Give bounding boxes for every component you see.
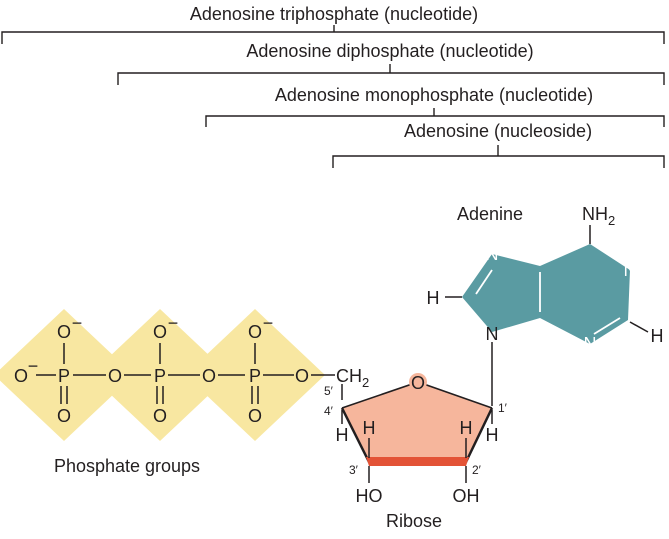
adenine-h2: H	[651, 326, 664, 346]
gamma-charge-top: −	[72, 313, 83, 333]
ring-oxygen: O	[411, 373, 425, 393]
phosphate-groups-label: Phosphate groups	[54, 456, 200, 476]
ch2-label: CH2	[336, 366, 369, 390]
adp-label: Adenosine diphosphate (nucleotide)	[246, 41, 533, 61]
ribose-h-c1: H	[486, 425, 499, 445]
atp-bracket: Adenosine triphosphate (nucleotide)	[1, 4, 665, 44]
gamma-phosphorus: P	[58, 366, 70, 386]
ribose-ring	[342, 382, 492, 462]
carbon-3-number: 3′	[349, 463, 359, 477]
adenine-h8: H	[427, 288, 440, 308]
bridge-oxygen-3: O	[295, 366, 309, 386]
adenine-rings	[462, 244, 630, 344]
alpha-phosphate: P O − O	[248, 313, 273, 426]
adp-bracket: Adenosine diphosphate (nucleotide)	[117, 41, 665, 85]
phosphate-diamond-beta	[90, 309, 230, 441]
adenine-n1: N	[624, 260, 637, 280]
adenine-base: N N N N H H NH2 Adenine	[427, 204, 664, 354]
alpha-charge: −	[263, 313, 274, 333]
beta-double-oxygen: O	[153, 406, 167, 426]
phosphate-groups: O − P O − O O P O − O O P O − O O Phosph…	[0, 309, 335, 476]
carbon-2-number: 2′	[472, 463, 482, 477]
beta-charge: −	[168, 313, 179, 333]
atp-label: Adenosine triphosphate (nucleotide)	[190, 4, 478, 24]
alpha-double-oxygen: O	[248, 406, 262, 426]
beta-phosphate: P O − O	[153, 313, 178, 426]
phosphate-bonds	[36, 343, 335, 404]
carbon-4-number: 4′	[324, 404, 334, 418]
adenine-n3: N	[584, 334, 597, 354]
gamma-charge-left: −	[28, 356, 39, 376]
gamma-anion-oxygen-left: O	[14, 366, 28, 386]
ribose-h-c2-up: H	[460, 418, 473, 438]
alpha-anion-oxygen: O	[248, 322, 262, 342]
bridge-oxygen-1: O	[108, 366, 122, 386]
ribose-oh-c2: OH	[453, 486, 480, 506]
amp-label: Adenosine monophosphate (nucleotide)	[275, 85, 593, 105]
adenine-n7: N	[486, 244, 499, 264]
adenine-label: Adenine	[457, 204, 523, 224]
methylene-group: CH2 5′	[324, 366, 369, 400]
ribose-label: Ribose	[386, 511, 442, 531]
carbon-1-number: 1′	[498, 401, 508, 415]
ribose-ho-c3: HO	[356, 486, 383, 506]
adenine-n9: N	[486, 324, 499, 344]
alpha-phosphorus: P	[249, 366, 261, 386]
ribose-h-c3-up: H	[363, 418, 376, 438]
gamma-anion-oxygen-top: O	[57, 322, 71, 342]
gamma-double-oxygen: O	[57, 406, 71, 426]
phosphate-diamond-alpha	[185, 309, 325, 441]
ribose-front-edge	[366, 457, 469, 466]
adenine-nh2: NH2	[582, 204, 615, 228]
beta-anion-oxygen: O	[153, 322, 167, 342]
adenosine-label: Adenosine (nucleoside)	[404, 121, 592, 141]
gamma-phosphate: O − P O − O	[14, 313, 82, 426]
carbon-5-number: 5′	[324, 384, 334, 398]
bridge-oxygen-2: O	[202, 366, 216, 386]
ribose-h-c4: H	[336, 425, 349, 445]
beta-phosphorus: P	[154, 366, 166, 386]
phosphate-diamond-gamma	[0, 309, 134, 441]
amp-bracket: Adenosine monophosphate (nucleotide)	[205, 85, 665, 127]
adenosine-bracket: Adenosine (nucleoside)	[332, 121, 665, 168]
ribose-sugar: O H H H H HO OH 4′ 1′ 3′ 2′ Ribose	[324, 373, 508, 531]
